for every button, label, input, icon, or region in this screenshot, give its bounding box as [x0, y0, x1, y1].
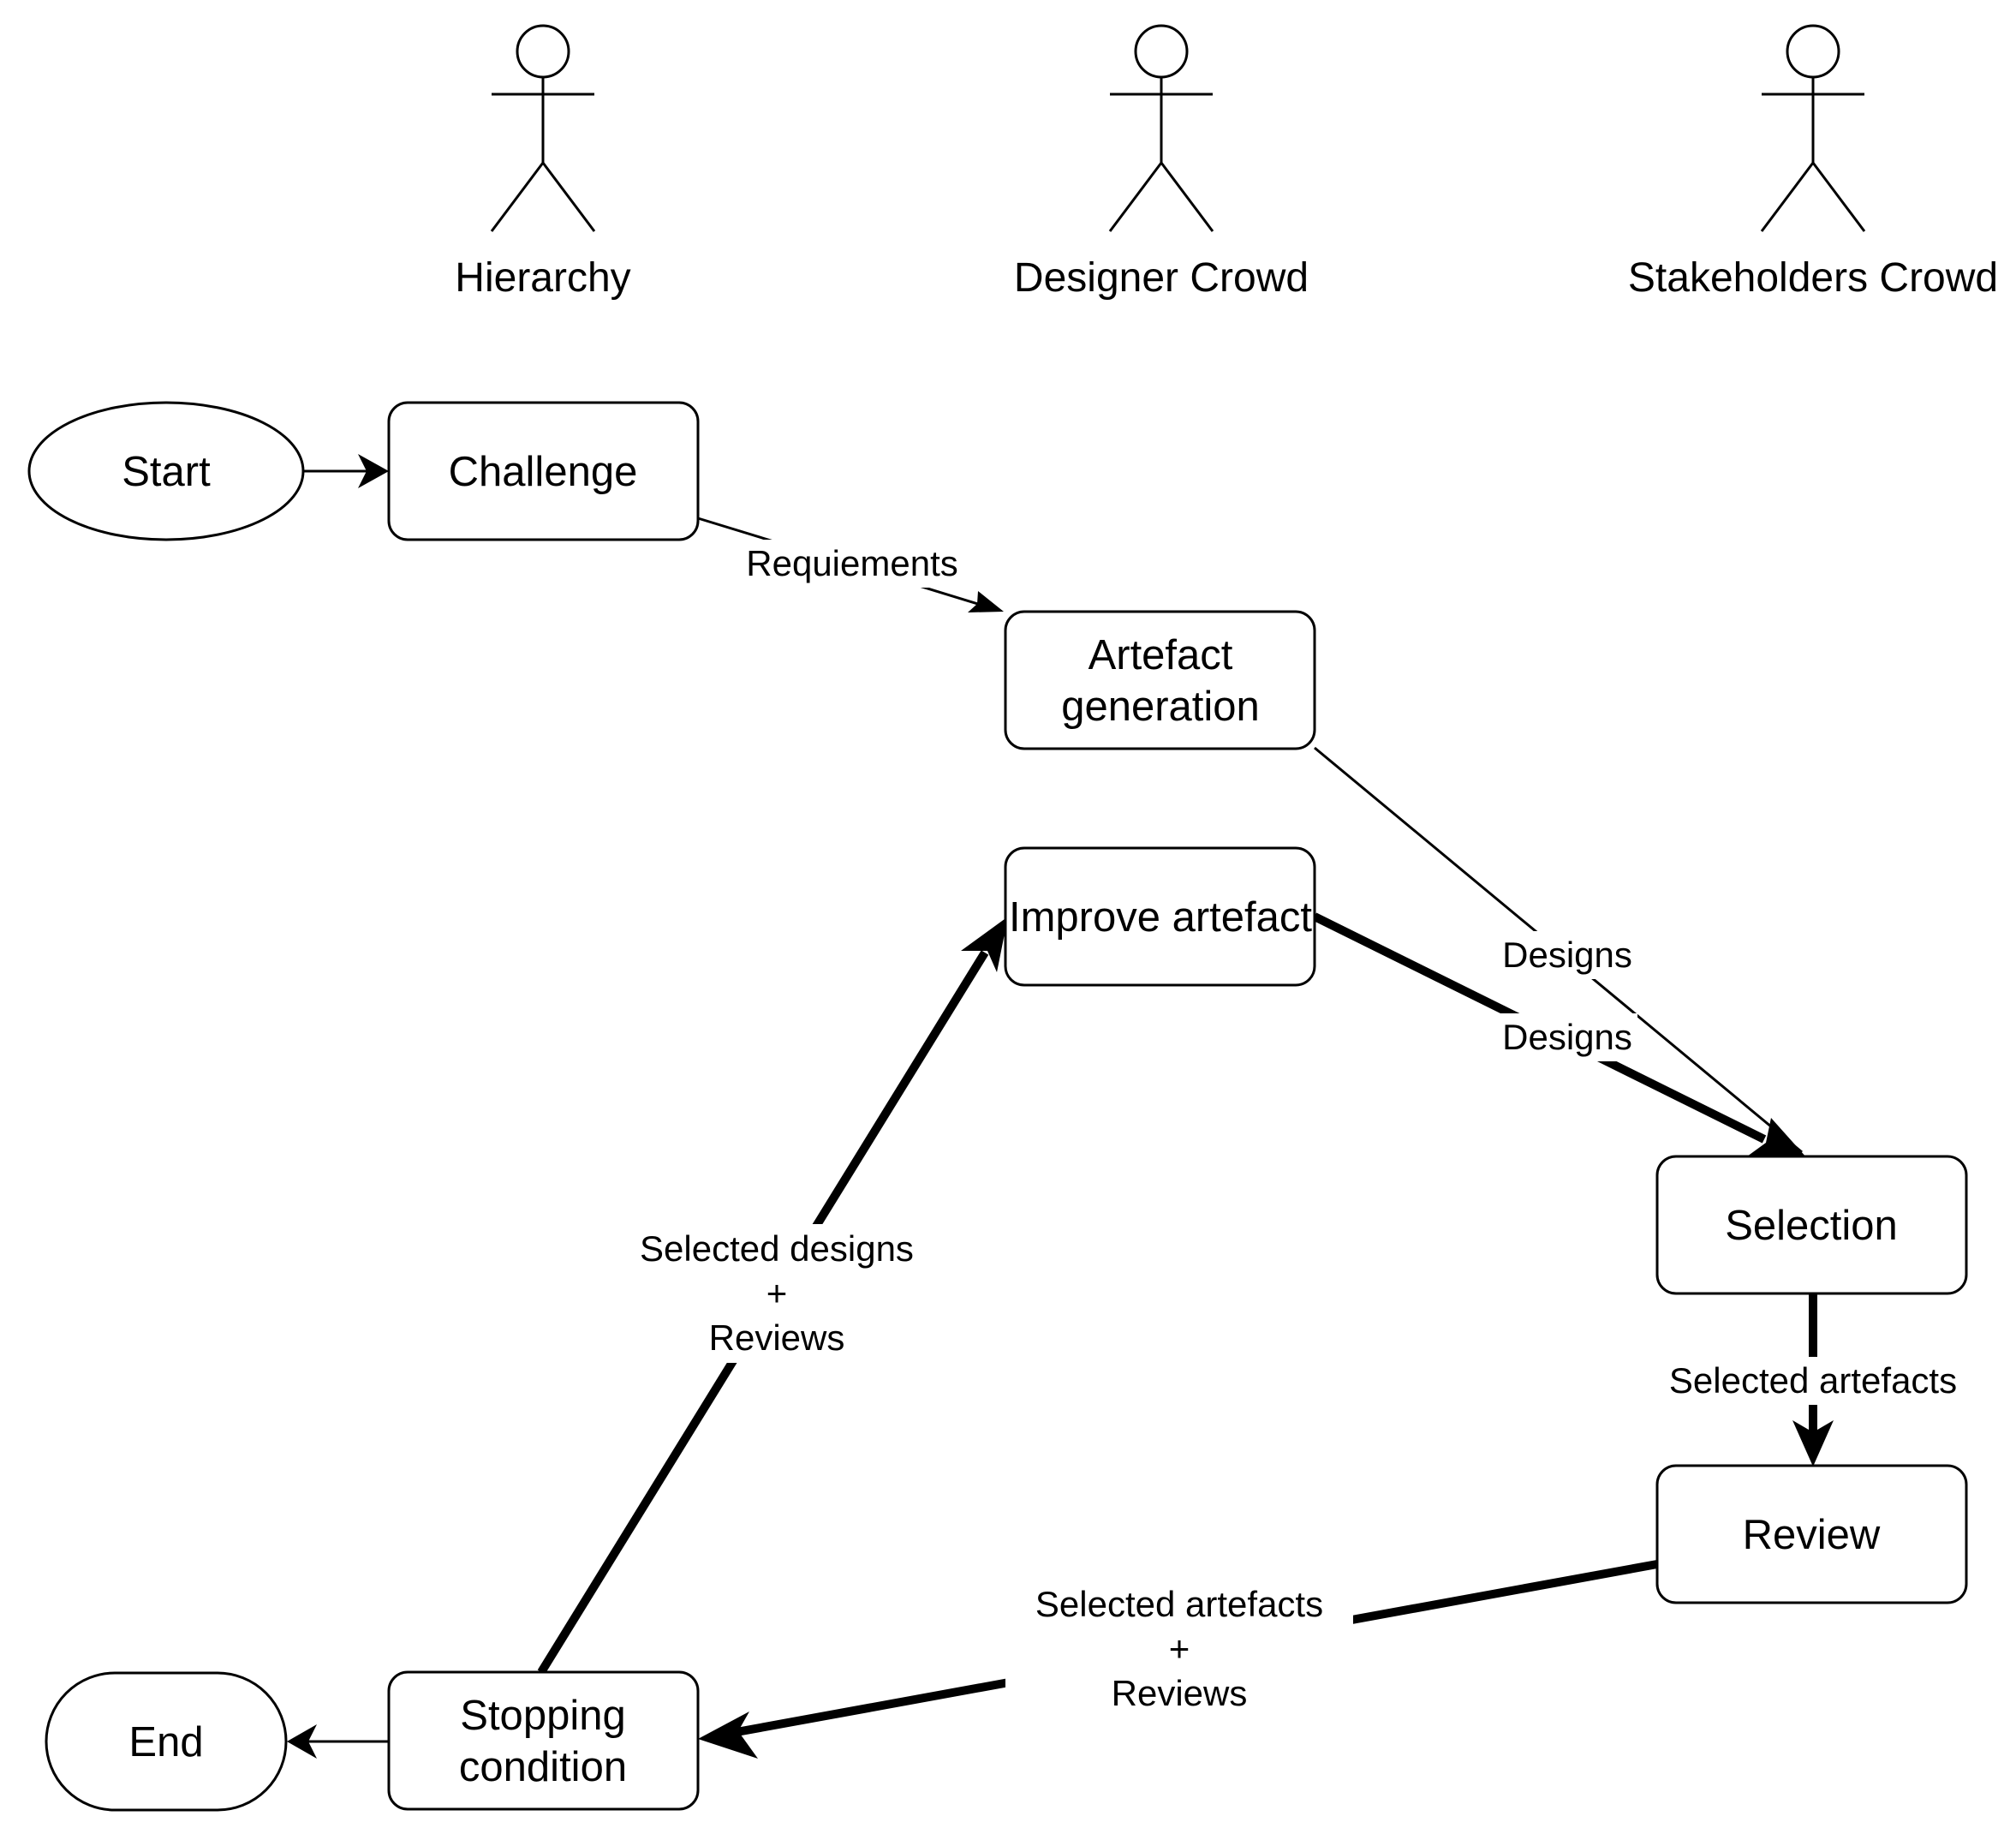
arrowhead-stopping	[698, 1712, 758, 1759]
actor-designer-crowd: Designer Crowd	[1014, 24, 1309, 301]
actors: Hierarchy Designer Crowd Stakeholders Crow…	[455, 24, 1998, 301]
actor-icon	[490, 24, 596, 232]
arrowhead-challenge	[358, 454, 389, 488]
actor-label: Designer Crowd	[1014, 255, 1309, 301]
node-challenge-label: Challenge	[449, 449, 638, 495]
node-end[interactable]: End	[45, 1671, 288, 1812]
edge-label-selection-to-review: Selected artefacts	[1639, 1357, 1987, 1405]
actor-stakeholders-crowd: Stakeholders Crowd	[1628, 24, 1998, 301]
node-improve-artefact[interactable]: Improve artefact	[1004, 846, 1316, 987]
edge-label-text: Designs	[1502, 1017, 1632, 1057]
actor-label: Stakeholders Crowd	[1628, 255, 1998, 301]
node-improve-artefact-label: Improve artefact	[1009, 894, 1312, 941]
node-selection-label: Selection	[1725, 1203, 1898, 1249]
node-challenge[interactable]: Challenge	[387, 401, 700, 541]
edge-label-text: Selected artefacts	[1669, 1360, 1957, 1401]
arrowhead-improve	[961, 917, 1008, 972]
node-start[interactable]: Start	[27, 401, 305, 541]
edge-label-text: Selected artefacts+Reviews	[1035, 1584, 1323, 1713]
arrowhead-review	[1792, 1420, 1834, 1467]
edge-label-text: Designs	[1502, 935, 1632, 975]
actor-hierarchy: Hierarchy	[455, 24, 631, 301]
actor-label: Hierarchy	[455, 255, 630, 301]
edge-label-improve-to-selection: Designs	[1497, 1013, 1637, 1061]
edge-label-challenge-to-generation: Requiements	[744, 540, 960, 588]
arrowhead-selection	[1747, 1118, 1807, 1158]
arrowhead-end	[287, 1724, 317, 1759]
edge-label-review-to-stopping: Selected artefacts+Reviews	[1005, 1580, 1353, 1718]
actor-icon	[1108, 24, 1214, 232]
edge-label-generation-to-selection: Designs	[1497, 931, 1637, 979]
node-review[interactable]: Review	[1655, 1464, 1968, 1604]
edge-label-stopping-to-improve: Selected designs+Reviews	[622, 1224, 932, 1363]
edge-label-text: Requiements	[746, 543, 957, 583]
node-review-label: Review	[1743, 1512, 1881, 1558]
arrowhead-generation	[968, 591, 1004, 612]
node-end-label: End	[128, 1719, 203, 1765]
node-selection[interactable]: Selection	[1655, 1155, 1968, 1295]
edge-label-text: Selected designs+Reviews	[640, 1228, 914, 1358]
node-start-label: Start	[122, 449, 211, 495]
actor-icon	[1760, 24, 1866, 232]
